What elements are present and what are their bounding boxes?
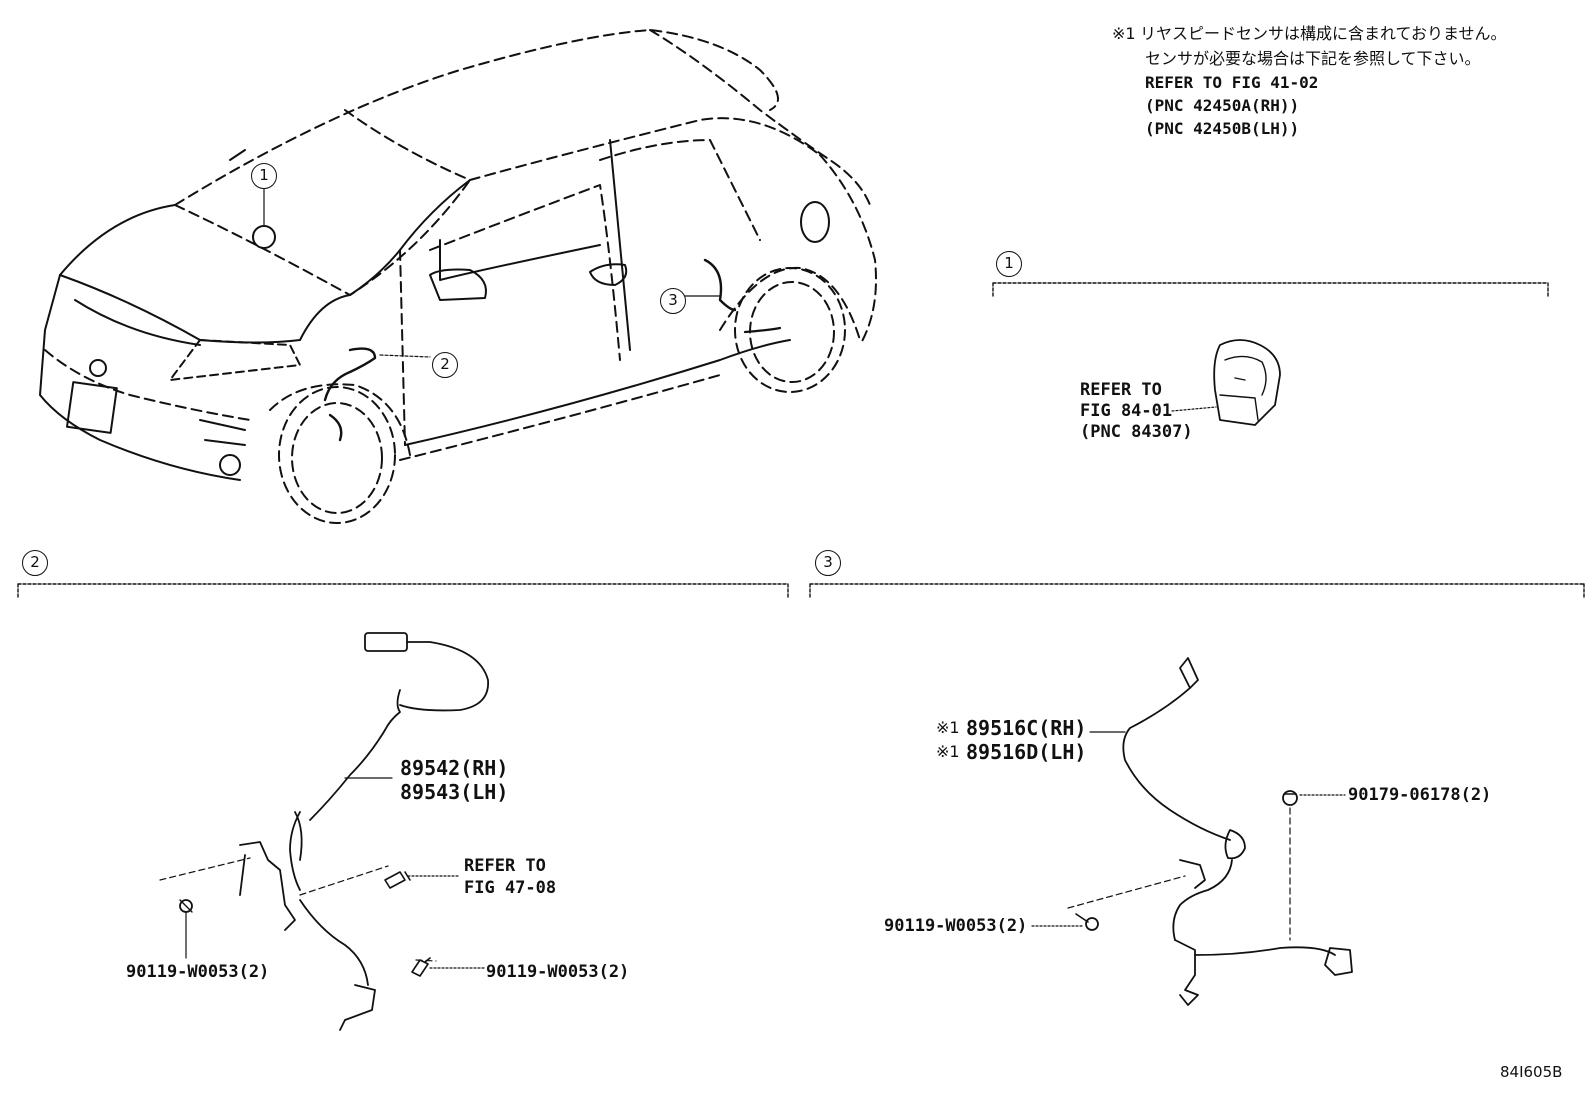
- bolt-90119-right: [411, 957, 431, 977]
- section-3-callout: 3: [815, 550, 841, 576]
- nut-90179: [1282, 790, 1298, 806]
- part-90179-06178: 90179-06178(2): [1348, 785, 1492, 805]
- part-89543-lh: 89543(LH): [400, 780, 509, 804]
- part-89542-rh: 89542(RH): [400, 756, 509, 780]
- callout-1-car: 1: [251, 163, 277, 189]
- part-89516d-mark: ※1: [936, 742, 960, 761]
- note-mark: ※1: [1112, 24, 1136, 43]
- part-89516d-lh: 89516D(LH): [966, 740, 1087, 764]
- section-1-callout: 1: [996, 251, 1022, 277]
- bolt-90119-section3: [1075, 913, 1099, 931]
- front-speed-sensor-drawing: [239, 632, 489, 1031]
- rear-speed-sensor-drawing: [1122, 657, 1353, 1006]
- bolt-90119-left: [179, 899, 193, 913]
- vehicle-illustration: [39, 29, 877, 524]
- part-89516c-rh: 89516C(RH): [966, 716, 1087, 740]
- bolt-refer-47-08: [384, 871, 411, 889]
- note-line-3: REFER TO FIG 41-02: [1145, 73, 1319, 92]
- note-line-4: (PNC 42450A(RH)): [1145, 96, 1300, 115]
- section1-refer-line-1: REFER TO: [1080, 380, 1162, 400]
- note-line-5: (PNC 42450B(LH)): [1145, 119, 1300, 138]
- part-90119-section3: 90119-W0053(2): [884, 916, 1028, 936]
- note-line-1: リヤスピードセンサは構成に含まれておりません。: [1140, 24, 1507, 43]
- note-line-2: センサが必要な場合は下記を参照して下さい。: [1145, 49, 1481, 68]
- section1-refer-line-2: FIG 84-01: [1080, 401, 1173, 421]
- figure-id: 84I605B: [1500, 1063, 1563, 1081]
- section1-refer-line-3: (PNC 84307): [1080, 422, 1193, 442]
- callout-2-car: 2: [432, 352, 458, 378]
- clockspring-sensor-drawing: [1213, 339, 1281, 426]
- callout-3-car: 3: [660, 288, 686, 314]
- section2-refer-line-1: REFER TO: [464, 856, 546, 876]
- part-89516c-mark: ※1: [936, 718, 960, 737]
- section-1-bracket: [992, 282, 1549, 297]
- section-3-bracket: [809, 583, 1585, 598]
- part-90119-left: 90119-W0053(2): [126, 962, 270, 982]
- part-90119-right: 90119-W0053(2): [486, 962, 630, 982]
- section-2-bracket: [17, 583, 789, 598]
- section-2-callout: 2: [22, 550, 48, 576]
- section2-refer-line-2: FIG 47-08: [464, 878, 557, 898]
